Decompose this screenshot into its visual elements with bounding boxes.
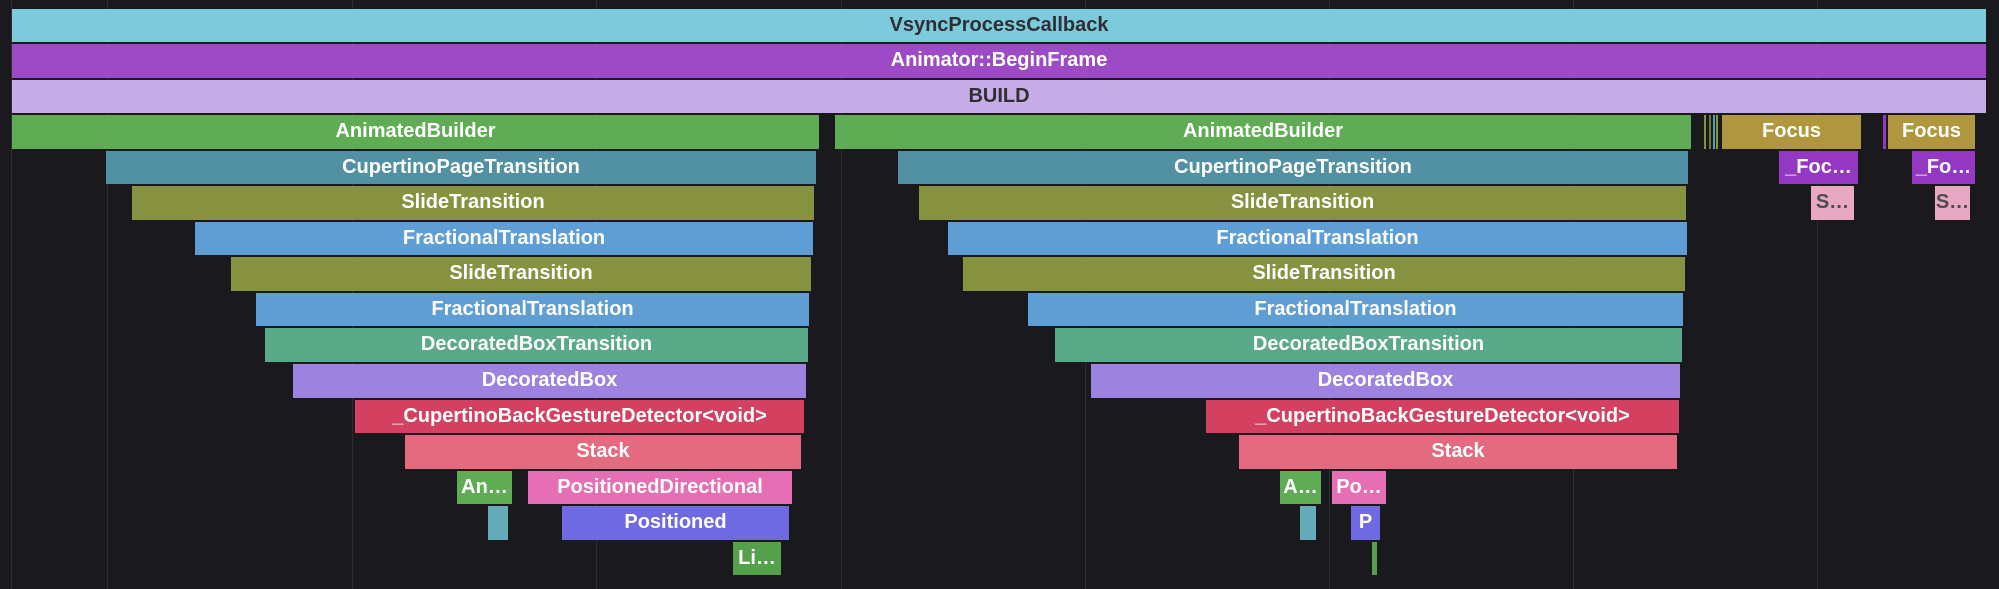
- flame-frame-li[interactable]: Li…: [733, 541, 781, 576]
- flame-frame-stack[interactable]: Stack: [405, 435, 801, 469]
- flame-frame-slidetransition[interactable]: SlideTransition: [132, 186, 814, 220]
- flame-frame-animatedbuilder[interactable]: AnimatedBuilder: [835, 115, 1691, 149]
- flame-frame-decoratedboxtransition[interactable]: DecoratedBoxTransition: [265, 328, 808, 362]
- flame-frame-sliver[interactable]: [1709, 115, 1711, 149]
- flame-frame-animatedbuilder[interactable]: AnimatedBuilder: [12, 115, 819, 149]
- gridline: [1817, 0, 1818, 589]
- flame-frame-fractionaltranslation[interactable]: FractionalTranslation: [1028, 292, 1683, 327]
- flame-frame-slidetransition[interactable]: SlideTransition: [963, 257, 1685, 291]
- flame-frame-fractionaltranslation[interactable]: FractionalTranslation: [948, 221, 1687, 256]
- flame-frame-fo[interactable]: _Fo…: [1912, 150, 1975, 185]
- flame-frame-animator-beginframe[interactable]: Animator::BeginFrame: [12, 44, 1986, 78]
- flame-frame-fractionaltranslation[interactable]: FractionalTranslation: [195, 221, 813, 256]
- flame-frame-p[interactable]: P: [1351, 506, 1380, 540]
- flame-frame-sliver[interactable]: [1716, 115, 1718, 149]
- flame-frame-decoratedbox[interactable]: DecoratedBox: [1091, 364, 1680, 398]
- flame-frame-stack[interactable]: Stack: [1239, 435, 1677, 469]
- flame-frame-slidetransition[interactable]: SlideTransition: [919, 186, 1686, 220]
- flame-frame-focus[interactable]: Focus: [1888, 115, 1975, 149]
- gridline: [11, 0, 12, 589]
- flame-frame-positioneddirectional[interactable]: PositionedDirectional: [528, 470, 792, 505]
- flame-frame-focus[interactable]: Focus: [1722, 115, 1861, 149]
- flame-frame-sliver[interactable]: [1372, 541, 1377, 576]
- flame-frame-cupertinopagetransition[interactable]: CupertinoPageTransition: [898, 150, 1688, 185]
- flame-frame-sliver[interactable]: [1883, 115, 1886, 149]
- flame-frame-po[interactable]: Po…: [1332, 470, 1386, 505]
- flame-frame-a[interactable]: A…: [1280, 470, 1321, 505]
- flame-frame-build[interactable]: BUILD: [12, 79, 1986, 114]
- gridline: [107, 0, 108, 589]
- gridline: [841, 0, 842, 589]
- flame-frame-decoratedbox[interactable]: DecoratedBox: [293, 364, 806, 398]
- flame-frame-sliver[interactable]: [1704, 115, 1706, 149]
- flame-frame-sliver[interactable]: [488, 506, 508, 540]
- flame-frame-s[interactable]: S…: [1811, 186, 1854, 220]
- flame-frame-vsyncprocesscallback[interactable]: VsyncProcessCallback: [12, 8, 1986, 42]
- flame-frame-an[interactable]: An…: [457, 470, 512, 505]
- flame-frame-cupertinobackgesturedetector-void[interactable]: _CupertinoBackGestureDetector<void>: [355, 399, 804, 434]
- flame-frame-foc[interactable]: _Foc…: [1779, 150, 1858, 185]
- flame-frame-slidetransition[interactable]: SlideTransition: [231, 257, 811, 291]
- flame-frame-cupertinopagetransition[interactable]: CupertinoPageTransition: [106, 150, 816, 185]
- flame-frame-s[interactable]: S…: [1935, 186, 1970, 220]
- flame-frame-sliver[interactable]: [1713, 115, 1715, 149]
- flame-frame-cupertinobackgesturedetector-void[interactable]: _CupertinoBackGestureDetector<void>: [1206, 399, 1679, 434]
- flame-frame-positioned[interactable]: Positioned: [562, 506, 789, 540]
- flame-frame-decoratedboxtransition[interactable]: DecoratedBoxTransition: [1055, 328, 1682, 362]
- flame-frame-fractionaltranslation[interactable]: FractionalTranslation: [256, 292, 809, 327]
- flame-frame-sliver[interactable]: [1300, 506, 1316, 540]
